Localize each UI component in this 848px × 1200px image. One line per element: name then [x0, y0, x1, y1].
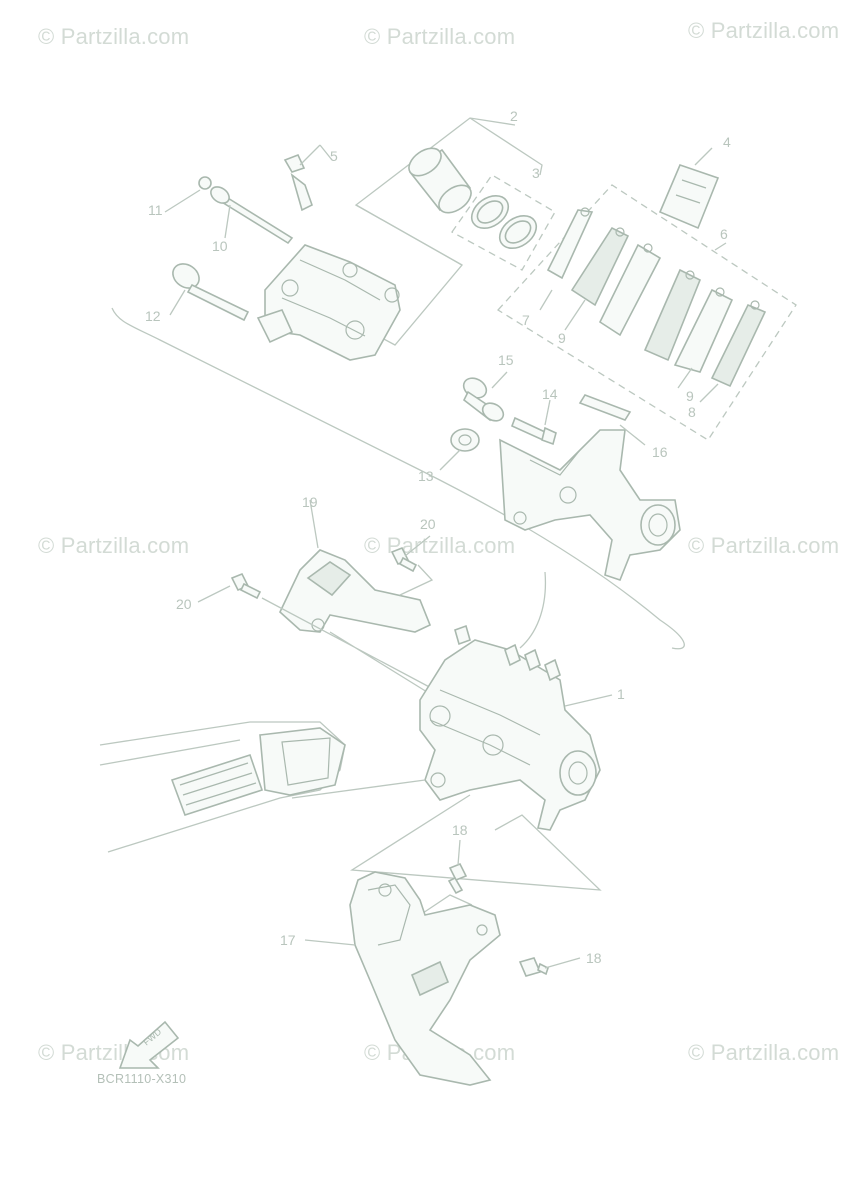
- callout-14: 14: [542, 386, 558, 402]
- drawing-code: BCR1110-X310: [97, 1072, 187, 1086]
- callout-17: 17: [280, 932, 296, 948]
- callout-3: 3: [532, 165, 540, 181]
- callout-11: 11: [148, 202, 163, 218]
- callout-18b: 18: [586, 950, 602, 966]
- section-boundary-lower: [519, 571, 547, 649]
- watermark: © Partzilla.com: [364, 24, 516, 49]
- clip-4: [658, 164, 720, 230]
- callout-13: 13: [418, 468, 434, 484]
- watermark: © Partzilla.com: [364, 533, 516, 558]
- watermark: © Partzilla.com: [688, 18, 840, 43]
- callout-12: 12: [145, 308, 161, 324]
- callout-20b: 20: [420, 516, 436, 532]
- bushing-15: [462, 377, 505, 422]
- callout-4: 4: [723, 134, 731, 150]
- watermark: © Partzilla.com: [38, 533, 190, 558]
- bolt-14: [510, 416, 557, 446]
- callout-19: 19: [302, 494, 318, 510]
- callout-2: 2: [510, 108, 518, 124]
- callout-15: 15: [498, 352, 514, 368]
- fwd-arrow-icon: [118, 1020, 180, 1069]
- bleeder-5: [283, 144, 333, 212]
- callout-7: 7: [522, 312, 530, 328]
- pin-12: [172, 263, 250, 322]
- callout-9a: 9: [558, 330, 566, 346]
- callout-6: 6: [720, 226, 728, 242]
- callout-8: 8: [688, 404, 696, 420]
- guard-19: [279, 499, 432, 633]
- callout-10: 10: [212, 238, 228, 254]
- disc-guard-17: [349, 871, 501, 1086]
- caliper-bracket-upper: [499, 429, 681, 581]
- swingarm: [99, 721, 426, 853]
- callout-5: 5: [330, 148, 338, 164]
- pin-10-11: [198, 176, 294, 245]
- callout-leaders: [164, 147, 727, 969]
- callout-18a: 18: [452, 822, 468, 838]
- piston-2: [408, 147, 472, 214]
- callout-9b: 9: [686, 388, 694, 404]
- caliper-assembly-1: [419, 624, 601, 831]
- pads-group: [546, 207, 767, 388]
- callout-16: 16: [652, 444, 668, 460]
- callout-1: 1: [617, 686, 625, 702]
- seals-3: [470, 194, 538, 250]
- watermark: © Partzilla.com: [688, 1040, 840, 1065]
- callout-20a: 20: [176, 596, 192, 612]
- section-boundary: [111, 307, 685, 650]
- watermark: © Partzilla.com: [38, 24, 190, 49]
- plate-16: [578, 394, 632, 421]
- bolt-20: [230, 546, 434, 600]
- bolt-18: [419, 862, 549, 977]
- caliper-body: [256, 244, 401, 361]
- boot-13: [450, 428, 480, 452]
- watermark: © Partzilla.com: [688, 533, 840, 558]
